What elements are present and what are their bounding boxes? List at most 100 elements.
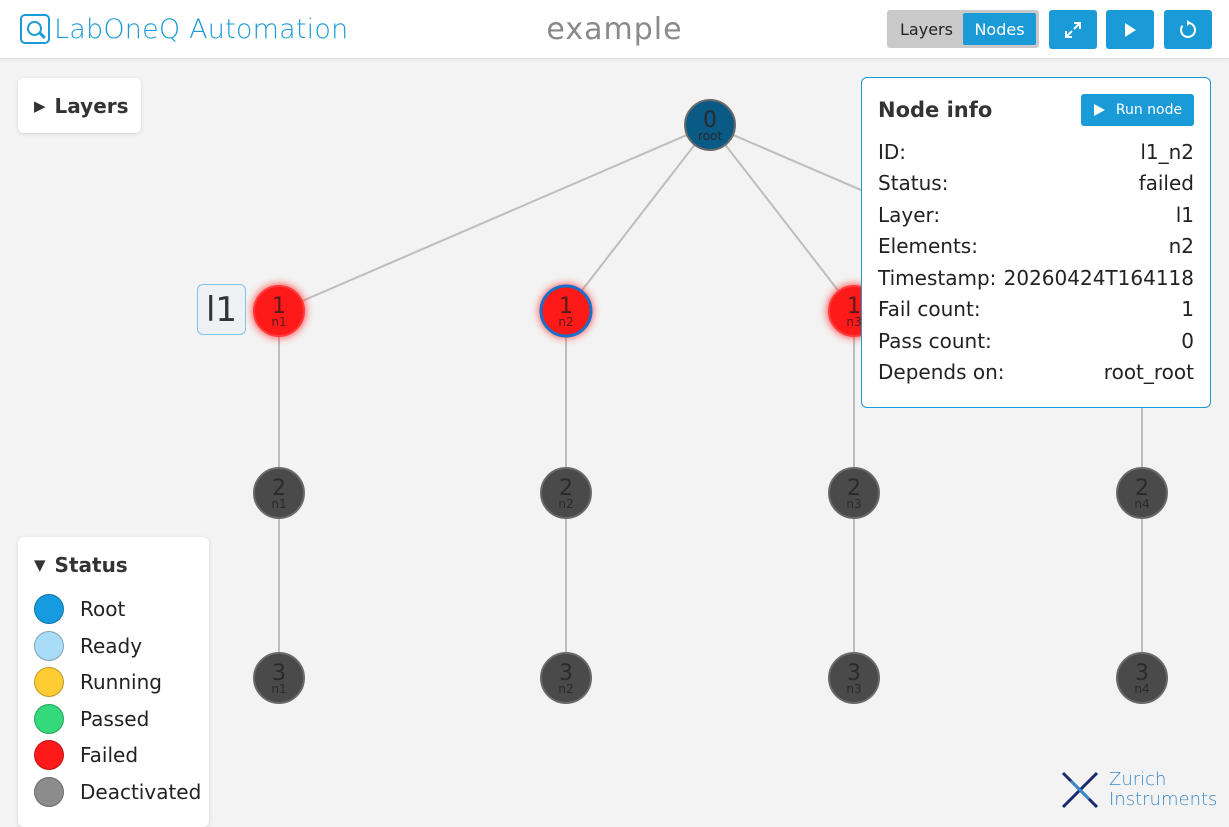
graph-node-l2-n3[interactable]: 2n3: [828, 467, 880, 519]
graph-node-l3-n2[interactable]: 3n2: [540, 652, 592, 704]
graph-node-l3-n3[interactable]: 3n3: [828, 652, 880, 704]
graph-node-l1-n1[interactable]: 1n1: [252, 284, 306, 338]
page-title: example: [546, 12, 683, 47]
graph-node-l1-n2[interactable]: 1n2: [539, 284, 593, 338]
status-legend-label: Passed: [80, 706, 150, 731]
node-number: 2: [1135, 476, 1149, 501]
node-info-key: Status:: [878, 171, 949, 196]
node-element: n1: [271, 682, 286, 696]
node-element: n1: [271, 315, 286, 329]
node-number: 3: [272, 661, 286, 686]
layers-panel-label: Layers: [54, 93, 129, 118]
node-number: 1: [272, 294, 286, 319]
run-node-label: Run node: [1115, 102, 1183, 118]
node-info-value: 0: [1181, 328, 1194, 353]
node-number: 1: [847, 294, 861, 319]
node-number: 2: [559, 476, 573, 501]
graph-node-l3-n4[interactable]: 3n4: [1116, 652, 1168, 704]
node-info-key: Timestamp:: [878, 265, 997, 290]
node-element: n1: [271, 497, 286, 511]
status-legend-item: Root: [34, 591, 209, 628]
graph-edge: [278, 124, 711, 312]
node-info-row: ID:l1_n2: [878, 136, 1194, 168]
node-number: 2: [847, 476, 861, 501]
layer-label-badge[interactable]: l1: [197, 284, 246, 335]
status-legend-item: Failed: [34, 737, 209, 774]
brand-line1: Zurich: [1109, 769, 1167, 790]
node-number: 1: [559, 294, 573, 319]
node-info-key: Elements:: [878, 234, 978, 259]
node-element: n2: [558, 315, 573, 329]
node-number: 3: [847, 661, 861, 686]
graph-edge: [565, 124, 711, 312]
node-info-value: n2: [1168, 234, 1194, 259]
graph-node-l3-n1[interactable]: 3n1: [253, 652, 305, 704]
node-element: root: [698, 129, 722, 143]
node-info-row: Layer:l1: [878, 199, 1194, 231]
status-legend-label: Failed: [80, 743, 139, 768]
graph-node-l2-n4[interactable]: 2n4: [1116, 467, 1168, 519]
node-info-value: failed: [1138, 171, 1194, 196]
refresh-icon: [1180, 19, 1196, 38]
node-element: n2: [558, 682, 573, 696]
status-dot-icon: [34, 776, 64, 807]
node-number: 2: [272, 476, 286, 501]
status-legend-item: Deactivated: [34, 774, 209, 811]
toggle-nodes[interactable]: Nodes: [963, 13, 1036, 45]
node-info-key: Fail count:: [878, 297, 981, 322]
node-element: n4: [1134, 682, 1149, 696]
status-legend-item: Running: [34, 664, 209, 701]
run-node-button[interactable]: Run node: [1081, 94, 1194, 126]
status-legend-title: Status: [54, 553, 128, 577]
node-element: n4: [1134, 497, 1149, 511]
play-button[interactable]: [1106, 10, 1154, 49]
brand-line2: Instruments: [1109, 789, 1218, 810]
caret-down-icon: ▼: [34, 556, 46, 574]
play-icon: [1125, 22, 1136, 37]
node-circle: [1116, 467, 1168, 519]
node-info-key: Depends on:: [878, 360, 1005, 385]
play-icon: [1093, 104, 1105, 116]
node-number: 3: [559, 661, 573, 686]
node-number: 3: [1135, 661, 1149, 686]
status-legend-toggle[interactable]: ▼ Status: [34, 553, 209, 577]
status-dot-icon: [34, 630, 64, 661]
node-circle: [1116, 652, 1168, 704]
status-legend-label: Deactivated: [80, 779, 202, 804]
node-number: 0: [703, 108, 717, 133]
fullscreen-button[interactable]: [1049, 10, 1097, 49]
status-dot-icon: [34, 703, 64, 734]
node-circle: [253, 285, 305, 337]
toggle-layers[interactable]: Layers: [900, 19, 953, 39]
logo-q-icon: [20, 14, 50, 44]
zurich-instruments-logo: Zurich Instruments: [1061, 770, 1217, 810]
node-info-row: Status: failed: [878, 168, 1194, 200]
node-info-row: Fail count:1: [878, 294, 1194, 326]
node-info-key: ID:: [878, 139, 907, 164]
status-legend-label: Running: [80, 670, 162, 695]
node-info-row: Timestamp:20260424T164118: [878, 262, 1194, 294]
node-circle: [828, 652, 880, 704]
caret-right-icon: ▶: [34, 96, 46, 115]
graph-node-l2-n1[interactable]: 2n1: [253, 467, 305, 519]
node-circle: [540, 467, 592, 519]
graph-edge: [709, 124, 855, 312]
node-info-row: Depends on: root_root: [878, 357, 1194, 389]
graph-node-l2-n2[interactable]: 2n2: [540, 467, 592, 519]
layers-panel-toggle[interactable]: ▶ Layers: [18, 78, 141, 133]
status-legend-item: Passed: [34, 701, 209, 738]
node-info-key: Pass count:: [878, 328, 992, 353]
node-info-row: Pass count: 0: [878, 325, 1194, 357]
status-dot-icon: [34, 667, 64, 698]
node-info-key: Layer:: [878, 202, 941, 227]
node-circle: [828, 467, 880, 519]
refresh-button[interactable]: [1164, 10, 1212, 49]
fullscreen-icon: [1065, 21, 1081, 38]
zi-logo-icon: [1061, 771, 1099, 809]
node-info-value: root_root: [1103, 360, 1194, 385]
